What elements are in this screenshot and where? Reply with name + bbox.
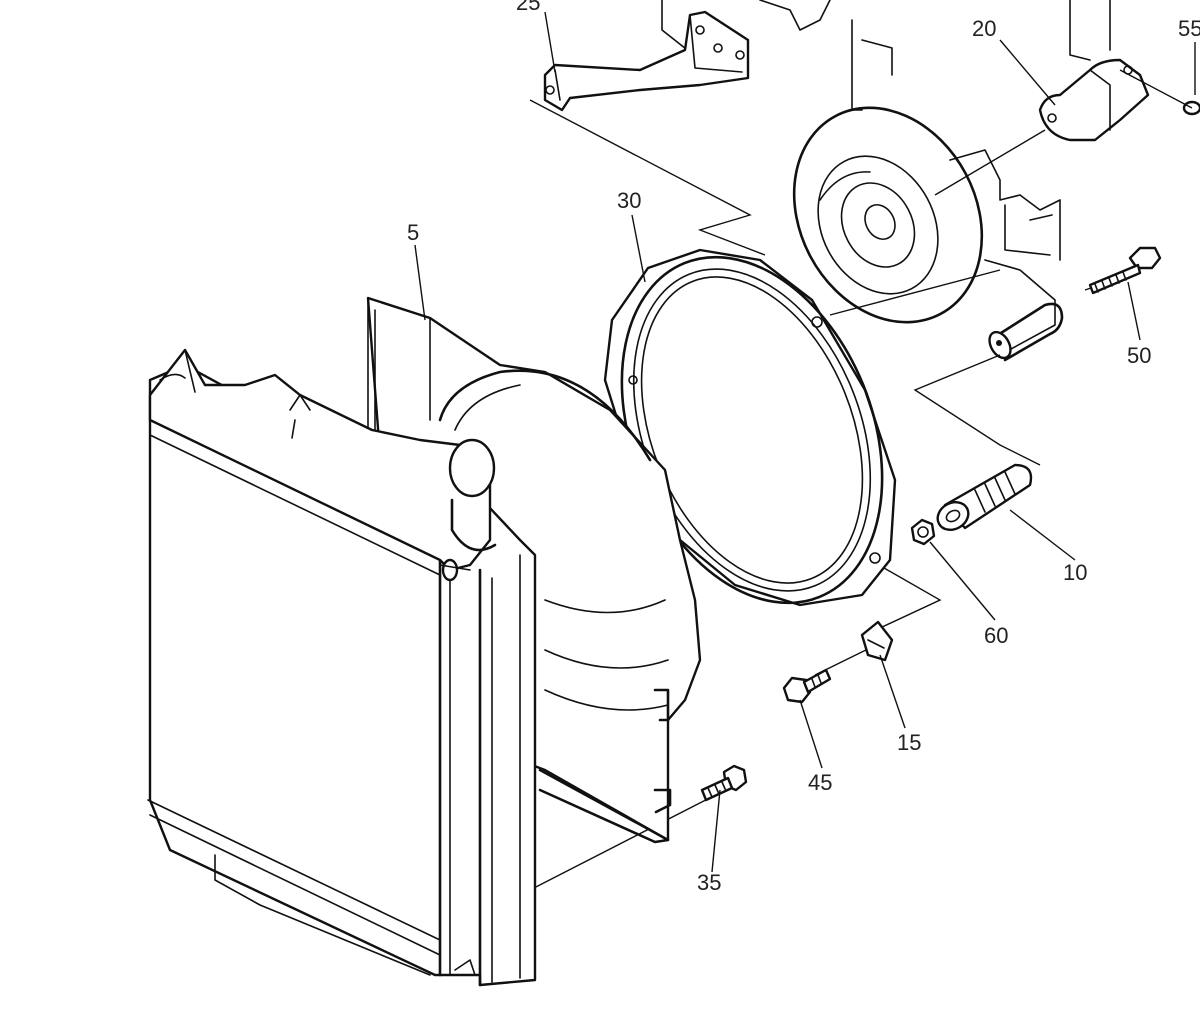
nut-60: [910, 518, 936, 546]
label-35: 35: [697, 870, 721, 895]
label-10: 10: [1063, 560, 1087, 585]
label-15: 15: [897, 730, 921, 755]
bracket-20: [1038, 58, 1150, 142]
label-5: 5: [407, 220, 419, 245]
label-20: 20: [972, 16, 996, 41]
label-55: 55: [1178, 16, 1200, 41]
label-30: 30: [617, 188, 641, 213]
leader-lines: [414, 11, 1196, 873]
shroud-ring-30: [603, 248, 897, 607]
label-45: 45: [808, 770, 832, 795]
fan-pulley: [792, 106, 984, 324]
support-arm: [988, 302, 1064, 362]
bolt-50: [1088, 246, 1162, 295]
bracket-25: [543, 10, 750, 112]
spacer-sleeve-10: [936, 463, 1033, 532]
callout-labels: 25 20 55 30 5 50 10 60 15 45 35: [407, 0, 1200, 895]
label-60: 60: [984, 623, 1008, 648]
clip-nut-15: [860, 620, 894, 662]
bolt-45: [782, 668, 832, 704]
label-50: 50: [1127, 343, 1151, 368]
assembly-guide-lines: [529, 69, 1193, 891]
bolt-35: [700, 764, 748, 802]
label-25: 25: [516, 0, 540, 15]
radiator-core: [147, 348, 537, 987]
